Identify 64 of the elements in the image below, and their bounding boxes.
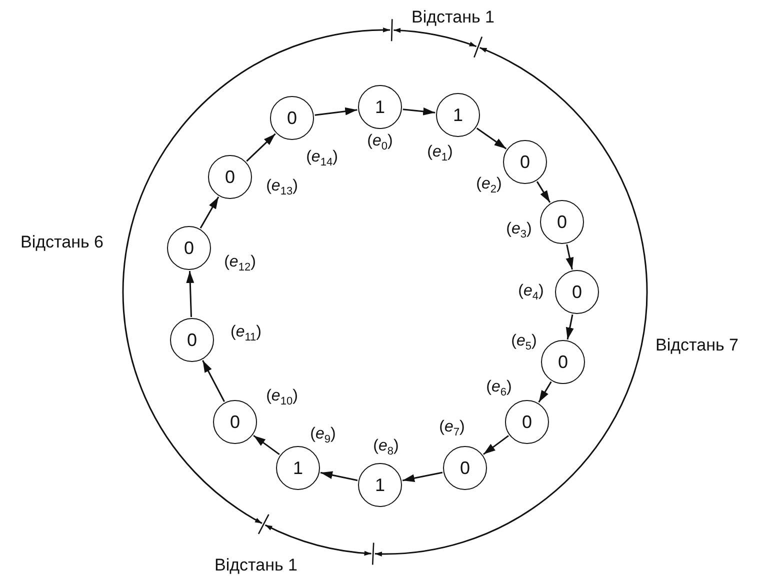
arrow bbox=[476, 128, 507, 150]
bit-circle bbox=[505, 400, 549, 444]
bit-circle bbox=[208, 155, 252, 199]
element-label: (e$_{7}$) bbox=[439, 419, 465, 439]
arrow bbox=[483, 435, 509, 455]
arrow bbox=[566, 314, 574, 340]
element-label: (e$_{6}$) bbox=[486, 379, 512, 399]
arrow bbox=[402, 472, 443, 482]
arrow bbox=[538, 381, 552, 403]
bit-value: 0 bbox=[572, 283, 582, 301]
distance-label: Відстань 1 bbox=[412, 8, 494, 26]
bit-circle bbox=[276, 446, 320, 490]
bit-value: 0 bbox=[522, 413, 532, 431]
arrow bbox=[202, 360, 225, 402]
bit-circle bbox=[541, 340, 585, 384]
arrow bbox=[186, 270, 194, 318]
bit-value: 1 bbox=[374, 476, 385, 494]
bit-circle bbox=[270, 96, 314, 140]
bit-value: 1 bbox=[292, 459, 303, 477]
arrow bbox=[402, 107, 436, 116]
bit-value: 0 bbox=[186, 331, 197, 349]
element-label: (e$_{13}$) bbox=[266, 178, 298, 198]
bit-circle bbox=[358, 85, 402, 129]
element-label: (e$_{11}$) bbox=[230, 324, 262, 344]
element-label: (e$_{0}$) bbox=[367, 133, 393, 153]
bit-circle bbox=[170, 318, 214, 362]
element-label: (e$_{8}$) bbox=[373, 438, 399, 458]
distance-label: Відстань 1 bbox=[214, 556, 298, 574]
element-label: (e$_{3}$) bbox=[506, 221, 532, 241]
bit-value: 0 bbox=[558, 353, 568, 371]
arrow bbox=[253, 434, 280, 456]
element-label: (e$_{10}$) bbox=[266, 388, 298, 408]
arrow bbox=[246, 133, 276, 162]
bit-value: 1 bbox=[374, 98, 385, 116]
bit-value: 0 bbox=[520, 153, 530, 171]
bit-circle bbox=[540, 200, 584, 244]
distance-label: Відстань 6 bbox=[20, 234, 104, 250]
bit-circle bbox=[213, 400, 257, 444]
bit-value: 1 bbox=[452, 106, 463, 124]
bit-value: 0 bbox=[286, 109, 297, 127]
bit-value: 0 bbox=[556, 213, 567, 231]
element-label: (e$_{12}$) bbox=[224, 254, 256, 274]
bit-value: 0 bbox=[460, 459, 470, 477]
bit-value: 0 bbox=[230, 413, 240, 431]
bit-value: 0 bbox=[224, 168, 235, 186]
arrow bbox=[566, 244, 574, 270]
distance-label: Відстань 7 bbox=[656, 336, 738, 354]
element-label: (e$_{1}$) bbox=[427, 144, 453, 164]
element-label: (e$_{9}$) bbox=[310, 426, 336, 446]
bit-circle bbox=[443, 446, 487, 490]
element-label: (e$_{4}$) bbox=[518, 283, 544, 303]
arrow bbox=[200, 196, 220, 228]
arrow bbox=[314, 107, 358, 116]
bit-circle bbox=[436, 93, 480, 137]
bit-circle bbox=[167, 226, 211, 270]
bit-circle bbox=[503, 140, 547, 184]
element-label: (e$_{5}$) bbox=[511, 333, 537, 353]
element-label: (e$_{2}$) bbox=[476, 176, 502, 196]
bit-circle bbox=[358, 463, 402, 507]
bit-value: 0 bbox=[184, 239, 194, 257]
bit-circle bbox=[555, 270, 599, 314]
element-label: (e$_{14}$) bbox=[306, 149, 338, 169]
arrow bbox=[320, 471, 358, 482]
arrow bbox=[536, 181, 551, 203]
